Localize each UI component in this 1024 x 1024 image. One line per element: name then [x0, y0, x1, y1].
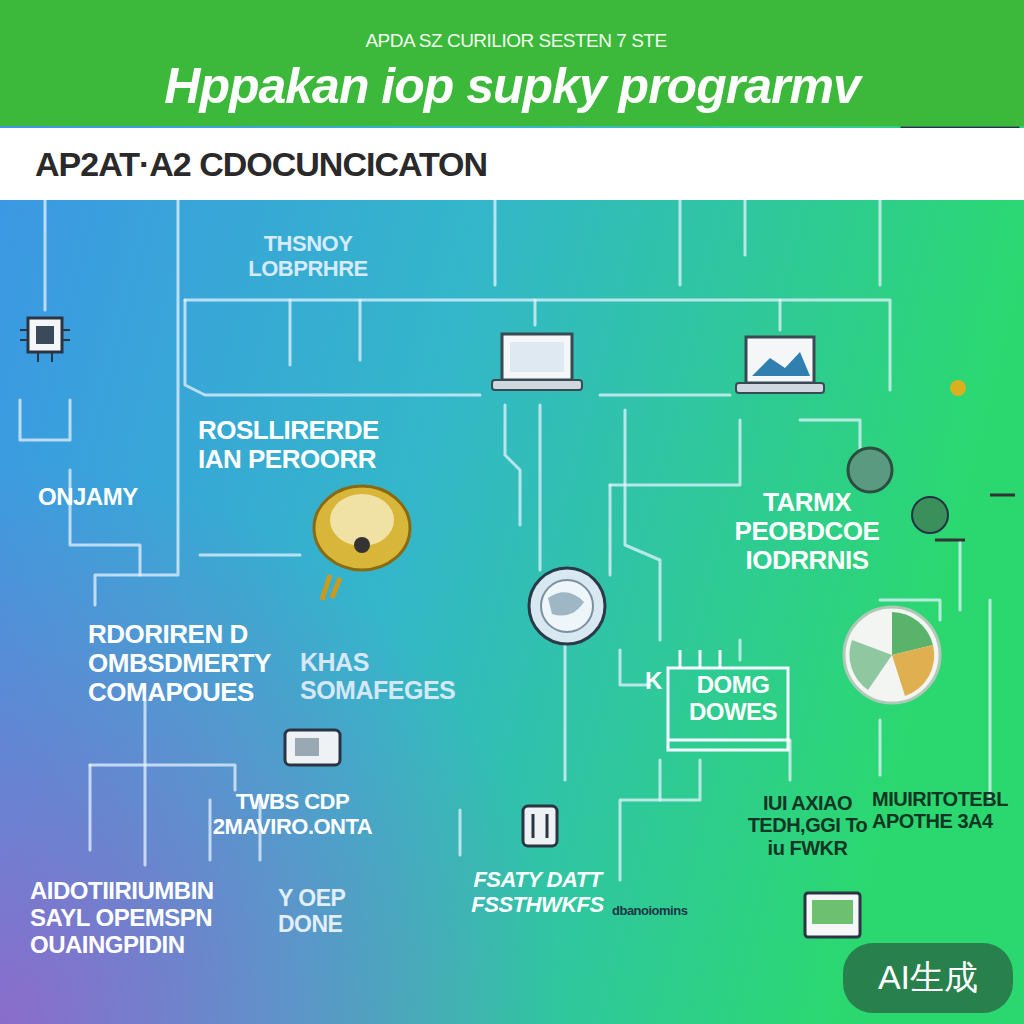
header-band: AP2AT·A2 CDOCUNCICATON: [0, 128, 1024, 200]
laptop-icon: [492, 334, 582, 390]
pipe-line: [744, 200, 747, 255]
pipe-line: [494, 200, 497, 285]
section-label: Y OEP DONE: [278, 886, 368, 938]
pipe-line: [44, 200, 47, 310]
pipe-line: [459, 810, 462, 855]
section-label: FSATY DATT FSSTHWKFS: [440, 868, 635, 917]
top-caption: APDA SZ CURILIOR SESTEN 7 STE: [4, 30, 1024, 51]
subheading: AP2AT·A2 CDOCUNCICATON: [35, 145, 487, 184]
title-band: [0, 0, 1024, 126]
pipe-line: [200, 554, 300, 557]
pipe-line: [779, 300, 782, 330]
circuit-board-icon: [668, 650, 790, 750]
pipe-line: [90, 765, 235, 790]
pipe-line: [185, 300, 480, 395]
pipe-line: [20, 400, 70, 440]
section-label: K: [645, 668, 669, 695]
pipe-line: [739, 640, 742, 660]
pipe-lines: [20, 200, 990, 880]
pipe-line: [879, 720, 882, 775]
pipe-line: [879, 200, 882, 285]
section-label: MIUIRITOTEBL APOTHE 3A4: [872, 788, 1017, 833]
title: Hppakan iop supky prograrmv: [0, 58, 1024, 114]
pipe-line: [289, 300, 292, 365]
section-label: THSNOY LOBPRHRE: [238, 232, 378, 281]
pipe-line: [505, 405, 520, 525]
watermark: AI生成: [878, 955, 978, 1001]
monitor-icon: [805, 893, 860, 937]
section-label: RDORIREN D OMBSDMERTY COMAPOUES: [88, 620, 283, 707]
watermark-pill: AI生成: [843, 943, 1013, 1013]
small-note: dbanoiomins: [612, 904, 752, 919]
pipe-line: [539, 405, 542, 570]
laptop-icon: [736, 337, 824, 393]
section-label: ONJAMY: [38, 484, 158, 511]
section-label: AIDOTIIRIUMBIN SAYL OPEMSPN OUAINGPIDIN: [30, 878, 278, 959]
globe-icon: [529, 568, 605, 644]
pie-icon: [844, 607, 940, 703]
section-label: KHAS SOMAFEGES: [300, 648, 475, 704]
pipe-line: [625, 410, 660, 640]
pipe-line: [620, 760, 700, 880]
section-label: TWBS CDP 2MAVIRO.ONTA: [205, 790, 380, 839]
section-label: ROSLLIRERDE IAN PEROORR: [198, 416, 416, 474]
pipe-line: [609, 485, 612, 575]
gold-dial-icon: [314, 486, 410, 600]
plug-icon: [523, 806, 557, 846]
pipe-line: [359, 300, 362, 360]
pipe-line: [679, 200, 682, 285]
pipe-line: [564, 645, 567, 780]
pipe-line: [989, 600, 992, 800]
section-label: TARMX PEOBDCOE IODRRNIS: [712, 488, 902, 575]
pipe-line: [600, 394, 730, 397]
section-label: IUI AXIAO TEDH,GGI To iu FWKR: [745, 792, 870, 859]
section-label: DOMG DOWES: [683, 672, 783, 726]
pipe-line: [185, 300, 890, 390]
pipe-line: [209, 800, 212, 860]
gear-icon: [848, 380, 1015, 540]
pipe-line: [144, 700, 147, 865]
pipe-line: [534, 300, 537, 325]
pipe-line: [659, 760, 662, 800]
pipe-line: [89, 765, 92, 850]
pipe-line: [610, 420, 740, 485]
pipe-line: [959, 540, 962, 610]
chip-icon: [20, 318, 70, 362]
device-icon: [285, 730, 340, 765]
